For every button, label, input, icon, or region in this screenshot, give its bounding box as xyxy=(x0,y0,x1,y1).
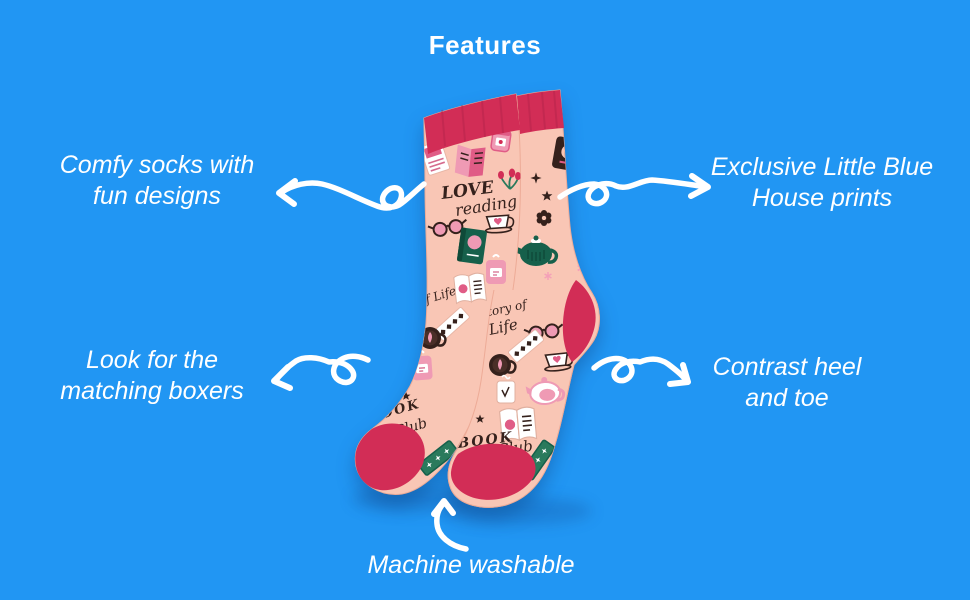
callout-line: Contrast heel xyxy=(712,353,862,381)
callout-line: Exclusive Little Blue xyxy=(710,153,934,181)
product-image-socks: Story of Life BOOK Club xyxy=(354,78,620,518)
callout-exclusive-prints: Exclusive Little Blue House prints xyxy=(711,152,933,214)
callout-line: fun designs xyxy=(93,182,221,210)
callout-line: Look for the xyxy=(85,346,219,374)
callout-line: matching boxers xyxy=(60,377,244,405)
callout-matching-boxers: Look for the matching boxers xyxy=(60,345,243,407)
callout-comfy-socks: Comfy socks with fun designs xyxy=(60,150,254,212)
callout-line: and toe xyxy=(745,384,829,412)
callout-line: Machine washable xyxy=(367,551,575,579)
callout-line: Comfy socks with xyxy=(59,151,255,179)
page-title: Features xyxy=(428,30,542,60)
callout-line: House prints xyxy=(751,184,893,212)
callout-machine-washable: Machine washable xyxy=(367,550,574,581)
callout-contrast-heel-toe: Contrast heel and toe xyxy=(713,352,862,414)
